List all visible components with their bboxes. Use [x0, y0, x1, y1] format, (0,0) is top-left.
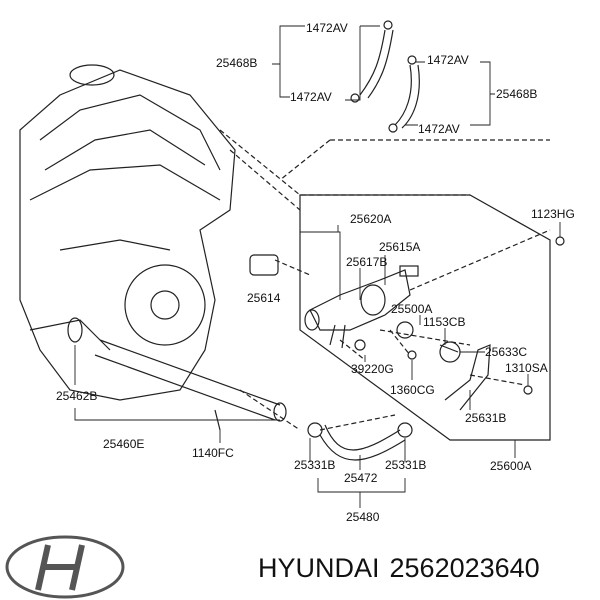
nut-1310SA — [523, 385, 533, 395]
nut-1360CG — [407, 350, 417, 360]
label-25500A: 25500A — [391, 302, 433, 316]
label-25468B: 25468B — [216, 56, 258, 70]
label-25614: 25614 — [247, 291, 281, 305]
bolt-1123HG — [555, 236, 565, 246]
label-25462B: 25462B — [56, 389, 98, 403]
label-25472: 25472 — [344, 471, 378, 485]
thermostat — [396, 321, 414, 339]
assembly-box — [299, 194, 551, 441]
label-25600A: 25600A — [490, 459, 532, 473]
part-caption: HYUNDAI 2562023640 — [258, 553, 550, 584]
label-1140FC: 1140FC — [192, 446, 234, 460]
label-25615A: 25615A — [379, 240, 421, 254]
thermostat-housing — [304, 265, 419, 349]
label-25331B: 25331B — [385, 458, 427, 472]
label-25617B: 25617B — [346, 255, 388, 269]
label-1360CG: 1360CG — [390, 383, 435, 397]
gasket-25614 — [249, 254, 279, 276]
label-25468B: 25468B — [496, 87, 538, 101]
label-25633C: 25633C — [485, 345, 528, 359]
label-1472AV: 1472AV — [290, 90, 332, 104]
label-1472AV: 1472AV — [306, 21, 348, 35]
label-25631B: 25631B — [465, 411, 507, 425]
label-1123HG: 1123HG — [531, 207, 575, 221]
part-number: 2562023640 — [389, 553, 540, 583]
label-1153CB: 1153CB — [423, 315, 466, 329]
leader-lines — [74, 25, 561, 508]
label-25480: 25480 — [346, 510, 380, 524]
sensor-39220G — [354, 339, 366, 351]
label-25331B: 25331B — [294, 458, 336, 472]
brand-name: HYUNDAI — [258, 553, 380, 583]
bolt-1153CB — [439, 344, 459, 353]
label-1472AV: 1472AV — [427, 53, 469, 67]
outlet-25631B — [444, 344, 491, 411]
label-25460E: 25460E — [103, 437, 145, 451]
label-1310SA: 1310SA — [505, 361, 548, 375]
routing-lines — [219, 129, 551, 431]
label-1472AV: 1472AV — [418, 122, 460, 136]
hoses-25468B — [350, 20, 420, 133]
hyundai-logo — [5, 535, 125, 599]
label-39220G: 39220G — [351, 362, 394, 376]
hose-25472 — [307, 422, 413, 461]
label-25620A: 25620A — [350, 212, 392, 226]
pipe-25460E — [67, 317, 287, 422]
